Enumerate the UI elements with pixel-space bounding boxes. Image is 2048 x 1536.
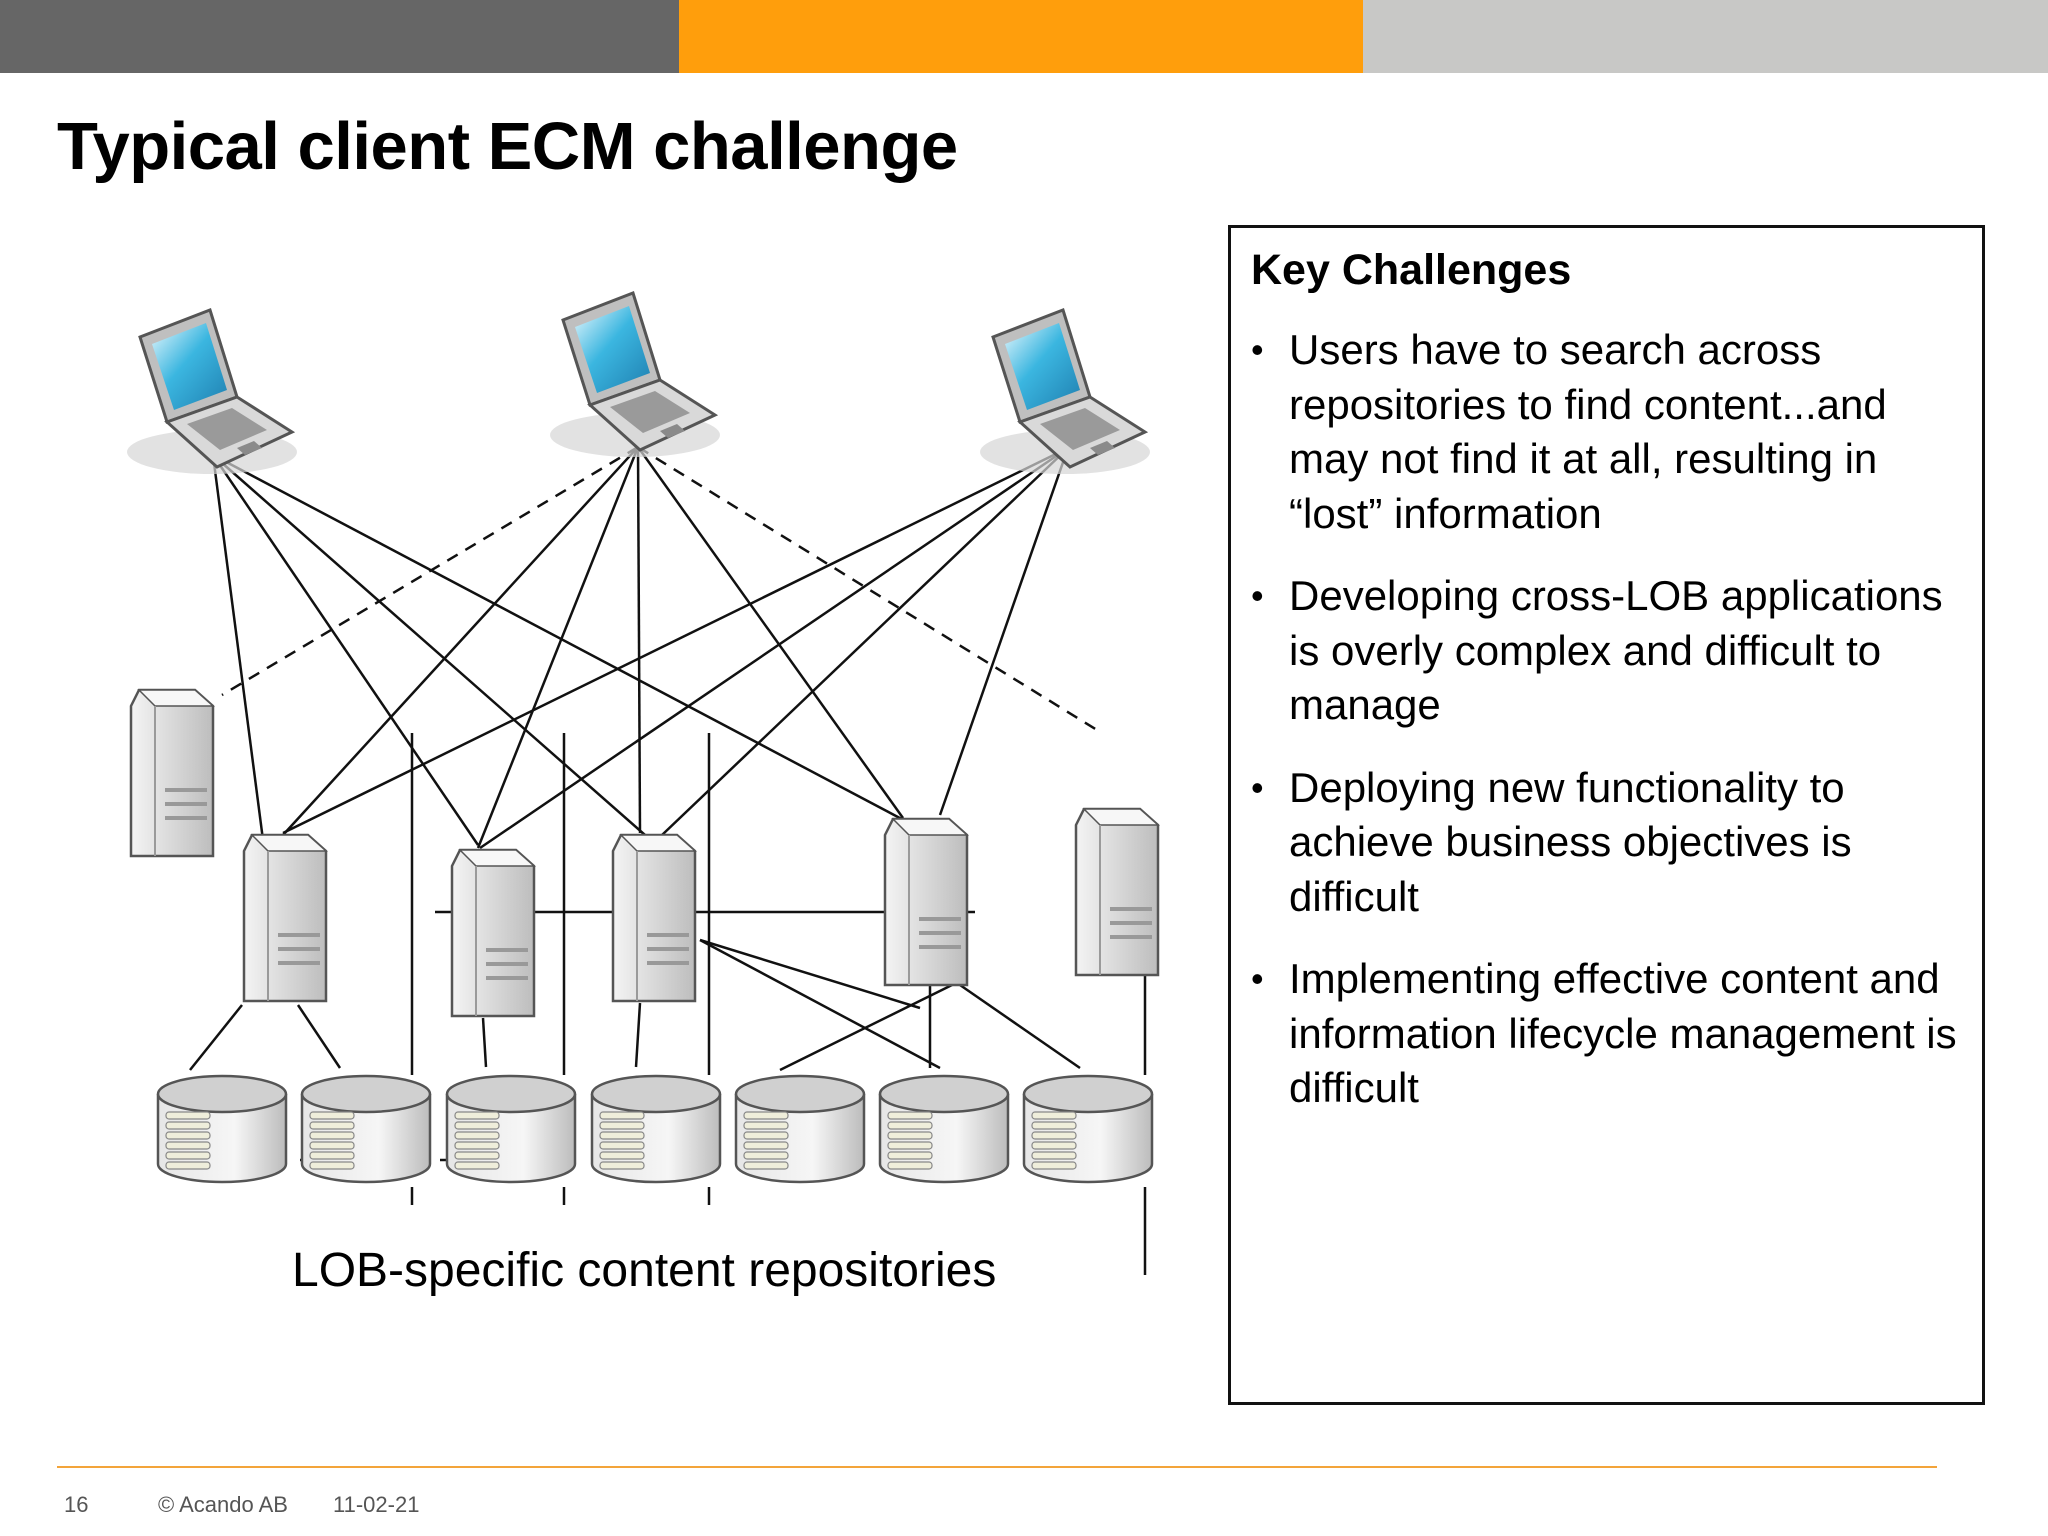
page-number: 16: [64, 1492, 89, 1517]
server-icon: [129, 688, 215, 858]
top-bar-orange-segment: [679, 0, 1363, 73]
top-color-bar: [0, 0, 2048, 73]
database-icon: [590, 1074, 722, 1184]
bullet-glyph: •: [1251, 766, 1264, 808]
footer-divider: [57, 1466, 1937, 1468]
database-icon: [1022, 1074, 1154, 1184]
bullet-glyph: •: [1251, 575, 1264, 616]
server-icon: [450, 848, 536, 1018]
challenge-text: Developing cross-LOB applications is ove…: [1289, 572, 1943, 728]
server-icon: [611, 833, 697, 1003]
challenge-item: • Implementing effective content and inf…: [1251, 952, 1971, 1116]
connection-lines: [211, 446, 1070, 850]
challenge-text: Deploying new functionality to achieve b…: [1289, 763, 1852, 920]
laptop-icon: [978, 308, 1152, 476]
laptop-icon: [125, 308, 299, 476]
database-icon: [734, 1074, 866, 1184]
challenge-text: Implementing effective content and infor…: [1289, 955, 1957, 1111]
laptop-icon: [548, 291, 722, 459]
top-bar-light-segment: [1363, 0, 2048, 73]
database-icon: [156, 1074, 288, 1184]
bullet-glyph: •: [1251, 958, 1264, 999]
top-bar-gray-segment: [0, 0, 679, 73]
footer-date: 11-02-21: [333, 1492, 420, 1517]
challenge-item: • Users have to search across repositori…: [1251, 323, 1971, 541]
bullet-glyph: •: [1251, 329, 1264, 370]
server-icon: [1074, 807, 1160, 977]
challenge-item: • Deploying new functionality to achieve…: [1251, 761, 1971, 925]
slide-title: Typical client ECM challenge: [57, 109, 958, 184]
key-challenges-box: Key Challenges • Users have to search ac…: [1228, 225, 1985, 1405]
server-icon: [242, 833, 328, 1003]
challenge-item: • Developing cross-LOB applications is o…: [1251, 569, 1971, 733]
challenges-list: • Users have to search across repositori…: [1251, 323, 1971, 1144]
database-icon: [878, 1074, 1010, 1184]
network-connectors: [189, 733, 1147, 1275]
server-icon: [883, 817, 969, 987]
footer-copyright: © Acando AB: [158, 1492, 288, 1517]
diagram-caption: LOB-specific content repositories: [292, 1244, 997, 1297]
challenge-text: Users have to search across repositories…: [1289, 326, 1887, 537]
database-icon: [300, 1074, 432, 1184]
database-icon: [445, 1074, 577, 1184]
key-challenges-heading: Key Challenges: [1251, 246, 1572, 294]
network-diagram: [125, 291, 1160, 1275]
dashed-connection-lines: [221, 445, 1098, 732]
